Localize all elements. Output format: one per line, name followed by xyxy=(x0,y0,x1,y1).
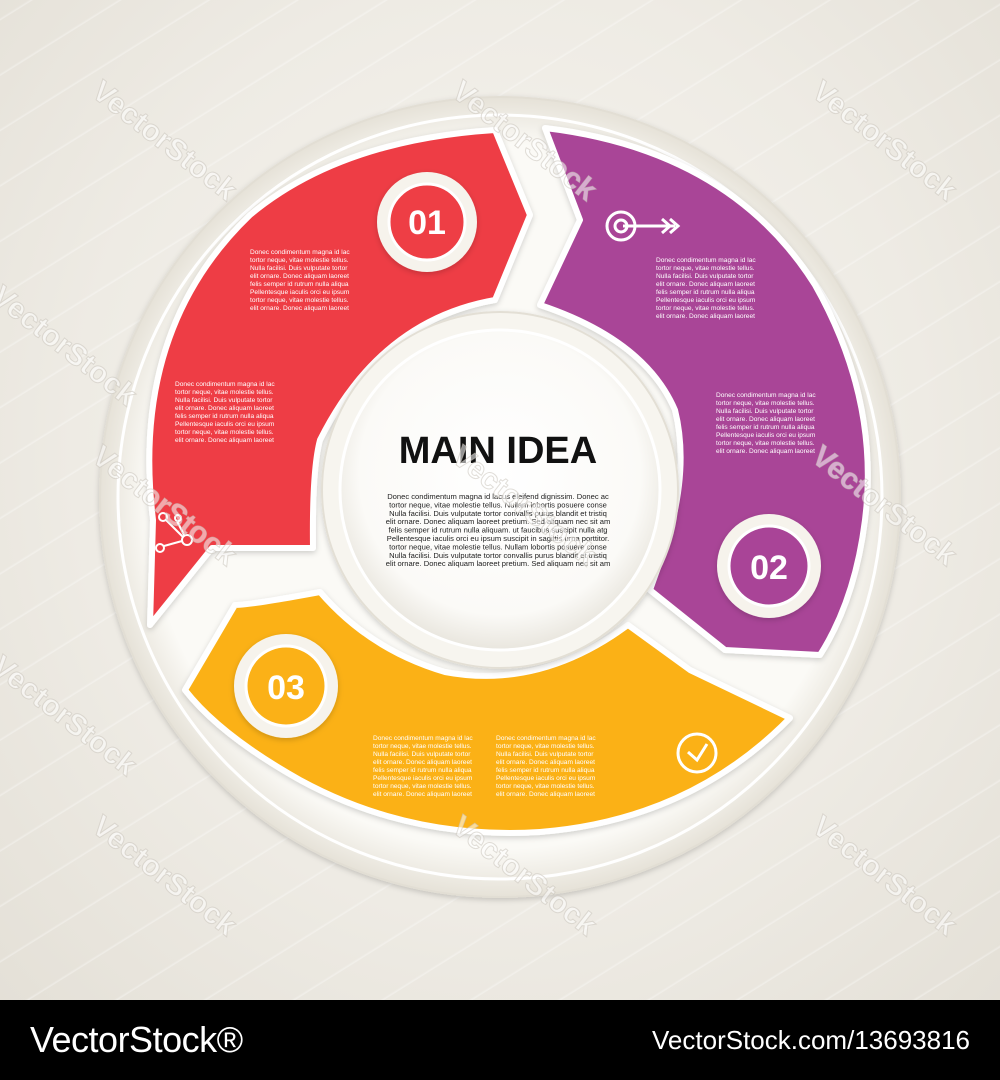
step-text-line: Donec condimentum magna id lac xyxy=(656,257,756,264)
step-text-line: elit ornare. Donec aliquam laoreet xyxy=(373,759,472,766)
step-text-line: elit ornare. Donec aliquam laoreet xyxy=(656,313,755,320)
step-text-line: felis semper id rutrum nulla aliqua xyxy=(496,767,595,774)
step-text-line: felis semper id rutrum nulla aliqua xyxy=(373,767,472,774)
main-idea-body-line: Pellentesque iaculis orci eu ipsum susci… xyxy=(387,534,609,543)
step-text-line: Nulla facilisi. Duis vulputate tortor xyxy=(496,751,594,758)
cycle-diagram: MAIN IDEA Donec condimentum magna id lac… xyxy=(0,74,963,943)
main-idea-body-line: felis semper id rutrum nulla aliquam. ut… xyxy=(388,526,607,535)
step-3-badge: 03 xyxy=(234,634,338,738)
step-text-line: tortor neque, vitae molestie tellus. xyxy=(716,440,815,447)
watermark-text: VectorStock xyxy=(86,810,243,943)
step-text-line: Nulla facilisi. Duis vulputate tortor xyxy=(175,397,273,404)
step-1-badge: 01 xyxy=(377,172,477,272)
main-idea-body-line: Nulla facilisi. Duis vulputate tortor co… xyxy=(389,551,607,560)
step-text-line: Nulla facilisi. Duis vulputate tortor xyxy=(373,751,471,758)
main-idea-title: MAIN IDEA xyxy=(399,430,597,472)
step-text-line: felis semper id rutrum nulla aliqua xyxy=(656,289,755,296)
main-idea-body-line: Donec condimentum magna id lacus eleifen… xyxy=(387,492,609,501)
center-disc xyxy=(338,328,662,652)
main-idea-body-line: Nulla facilisi. Duis vulputate tortor co… xyxy=(389,509,607,518)
step-text-line: Donec condimentum magna id lac xyxy=(496,735,596,742)
watermark-text: VectorStock xyxy=(0,650,143,783)
main-idea-body: Donec condimentum magna id lacus eleifen… xyxy=(386,492,611,568)
step-text-line: elit ornare. Donec aliquam laoreet xyxy=(373,791,472,798)
step-text-line: felis semper id rutrum nulla aliqua xyxy=(250,281,349,288)
step-text-line: Pellentesque iaculis orci eu ipsum xyxy=(373,775,473,782)
step-text-line: elit ornare. Donec aliquam laoreet xyxy=(496,759,595,766)
step-text-line: elit ornare. Donec aliquam laoreet xyxy=(175,405,274,412)
step-text-line: Nulla facilisi. Duis vulputate tortor xyxy=(656,273,754,280)
step-text-line: Donec condimentum magna id lac xyxy=(373,735,473,742)
infographic-canvas: MAIN IDEA Donec condimentum magna id lac… xyxy=(0,0,1000,1000)
step-text-line: elit ornare. Donec aliquam laoreet xyxy=(250,273,349,280)
footer-bar: VectorStock® VectorStock.com/13693816 xyxy=(0,1000,1000,1080)
main-idea-body-line: tortor neque, vitae molestie tellus. Nul… xyxy=(389,500,607,509)
target-arrow-icon xyxy=(605,210,681,242)
step-text-line: elit ornare. Donec aliquam laoreet xyxy=(716,416,815,423)
step-text-line: Donec condimentum magna id lac xyxy=(175,381,275,388)
network-nodes-icon xyxy=(155,512,193,553)
step-text-line: Nulla facilisi. Duis vulputate tortor xyxy=(250,265,348,272)
watermark-text: VectorStock xyxy=(806,75,963,208)
step-text-line: tortor neque, vitae molestie tellus. xyxy=(496,783,595,790)
step-text-line: Pellentesque iaculis orci eu ipsum xyxy=(716,432,816,439)
watermark-text: VectorStock xyxy=(86,75,243,208)
step-text-line: Donec condimentum magna id lac xyxy=(716,392,816,399)
step-3-number: 03 xyxy=(267,669,305,707)
outer-ring-highlight xyxy=(116,113,884,881)
footer-stock-id: VectorStock.com/13693816 xyxy=(652,1024,970,1055)
step-text-line: Pellentesque iaculis orci eu ipsum xyxy=(250,289,350,296)
main-idea-body-line: tortor neque, vitae molestie tellus. Nul… xyxy=(389,542,607,551)
step-text-line: tortor neque, vitae molestie tellus. xyxy=(496,743,595,750)
step-text-line: tortor neque, vitae molestie tellus. xyxy=(656,265,755,272)
step-text-line: tortor neque, vitae molestie tellus. xyxy=(373,783,472,790)
step-text-line: elit ornare. Donec aliquam laoreet xyxy=(175,437,274,444)
step-3-segment xyxy=(182,589,793,836)
step-text-line: elit ornare. Donec aliquam laoreet xyxy=(656,281,755,288)
step-text-line: Pellentesque iaculis orci eu ipsum xyxy=(656,297,756,304)
step-text-line: elit ornare. Donec aliquam laoreet xyxy=(716,448,815,455)
step-text-line: elit ornare. Donec aliquam laoreet xyxy=(250,305,349,312)
main-idea-body-line: elit ornare. Donec aliquam laoreet preti… xyxy=(386,559,611,568)
watermark-text: VectorStock xyxy=(806,810,963,943)
step-text-line: tortor neque, vitae molestie tellus. xyxy=(175,429,274,436)
step-text-line: Pellentesque iaculis orci eu ipsum xyxy=(175,421,275,428)
step-text-line: tortor neque, vitae molestie tellus. xyxy=(373,743,472,750)
step-text-line: felis semper id rutrum nulla aliqua xyxy=(716,424,815,431)
step-text-line: tortor neque, vitae molestie tellus. xyxy=(175,389,274,396)
step-1-number: 01 xyxy=(408,204,446,242)
step-text-line: Nulla facilisi. Duis vulputate tortor xyxy=(716,408,814,415)
step-text-line: elit ornare. Donec aliquam laoreet xyxy=(496,791,595,798)
step-2-badge: 02 xyxy=(717,514,821,618)
step-text-line: felis semper id rutrum nulla aliqua xyxy=(175,413,274,420)
step-text-line: tortor neque, vitae molestie tellus. xyxy=(716,400,815,407)
step-text-line: tortor neque, vitae molestie tellus. xyxy=(656,305,755,312)
step-2-number: 02 xyxy=(750,549,788,587)
step-text-line: Donec condimentum magna id lac xyxy=(250,249,350,256)
footer-brand: VectorStock® xyxy=(30,1019,243,1060)
step-text-line: tortor neque, vitae molestie tellus. xyxy=(250,257,349,264)
step-text-line: Pellentesque iaculis orci eu ipsum xyxy=(496,775,596,782)
step-text-line: tortor neque, vitae molestie tellus. xyxy=(250,297,349,304)
clock-icon xyxy=(676,732,718,774)
main-idea-body-line: elit ornare. Donec aliquam laoreet preti… xyxy=(386,517,611,526)
watermark-text: VectorStock xyxy=(0,280,143,413)
